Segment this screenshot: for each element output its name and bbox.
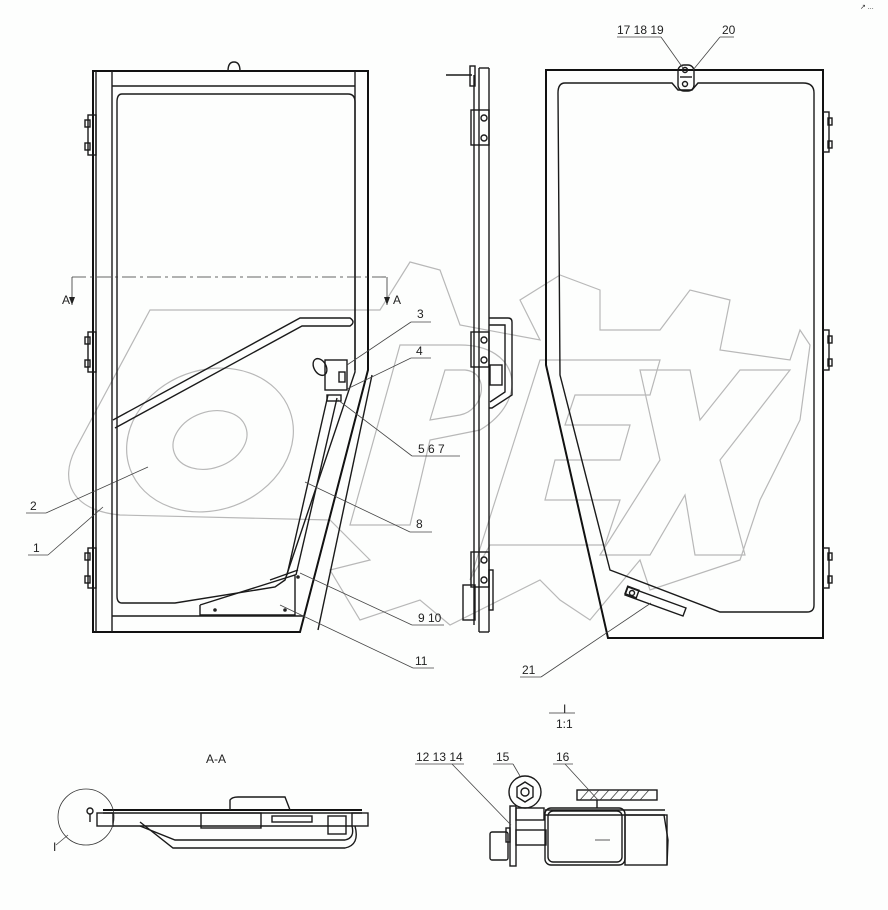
section-view-title: A-A (206, 752, 226, 766)
hinge-bottom (84, 547, 97, 589)
rear-hinge-top (822, 111, 833, 153)
callout-16: 16 (556, 750, 570, 764)
corner-mark: ↗ ... (860, 4, 874, 11)
callout-2: 2 (30, 499, 37, 513)
callout-1: 1 (33, 541, 40, 555)
detail-view-title: I (563, 702, 566, 716)
section-label-left: A (62, 293, 70, 307)
callout-3: 3 (417, 307, 424, 321)
detail-view-scale: 1:1 (556, 717, 573, 731)
callouts: 1 2 3 4 5 6 7 8 9 10 11 12 13 14 15 16 (26, 23, 736, 826)
callout-15: 15 (496, 750, 510, 764)
detail-i-view: I 1:1 (489, 702, 669, 867)
rear-hinge-middle (822, 329, 833, 371)
lock-plate (324, 359, 348, 391)
callout-9-10: 9 10 (418, 611, 442, 625)
callout-5-6-7: 5 6 7 (418, 442, 445, 456)
side-hinge-top (470, 109, 490, 146)
callout-12-13-14: 12 13 14 (416, 750, 463, 764)
door-side-view (446, 65, 513, 633)
lock-lever (312, 357, 328, 377)
opex-watermark (68, 261, 811, 626)
callout-8: 8 (416, 517, 423, 531)
callout-17-18-19: 17 18 19 (617, 23, 664, 37)
door-front-view (84, 61, 373, 633)
rear-hinge-bottom (822, 547, 833, 589)
hinge-top (84, 114, 97, 156)
callout-21: 21 (522, 663, 536, 677)
detail-callout-circle (57, 788, 115, 846)
striker-plate (677, 64, 695, 92)
lock-handle (624, 585, 687, 617)
section-line-a-a: A A (62, 276, 401, 307)
hinge-middle (84, 331, 97, 373)
section-label-right: A (393, 293, 401, 307)
detail-callout-label: I (53, 840, 56, 854)
door-rear-view (545, 64, 833, 639)
callout-20: 20 (722, 23, 736, 37)
hatch-16 (579, 789, 650, 801)
side-hinge-middle (470, 331, 490, 368)
section-a-a-view: A-A I (53, 752, 369, 854)
callout-11: 11 (415, 654, 428, 668)
callout-4: 4 (416, 344, 423, 358)
